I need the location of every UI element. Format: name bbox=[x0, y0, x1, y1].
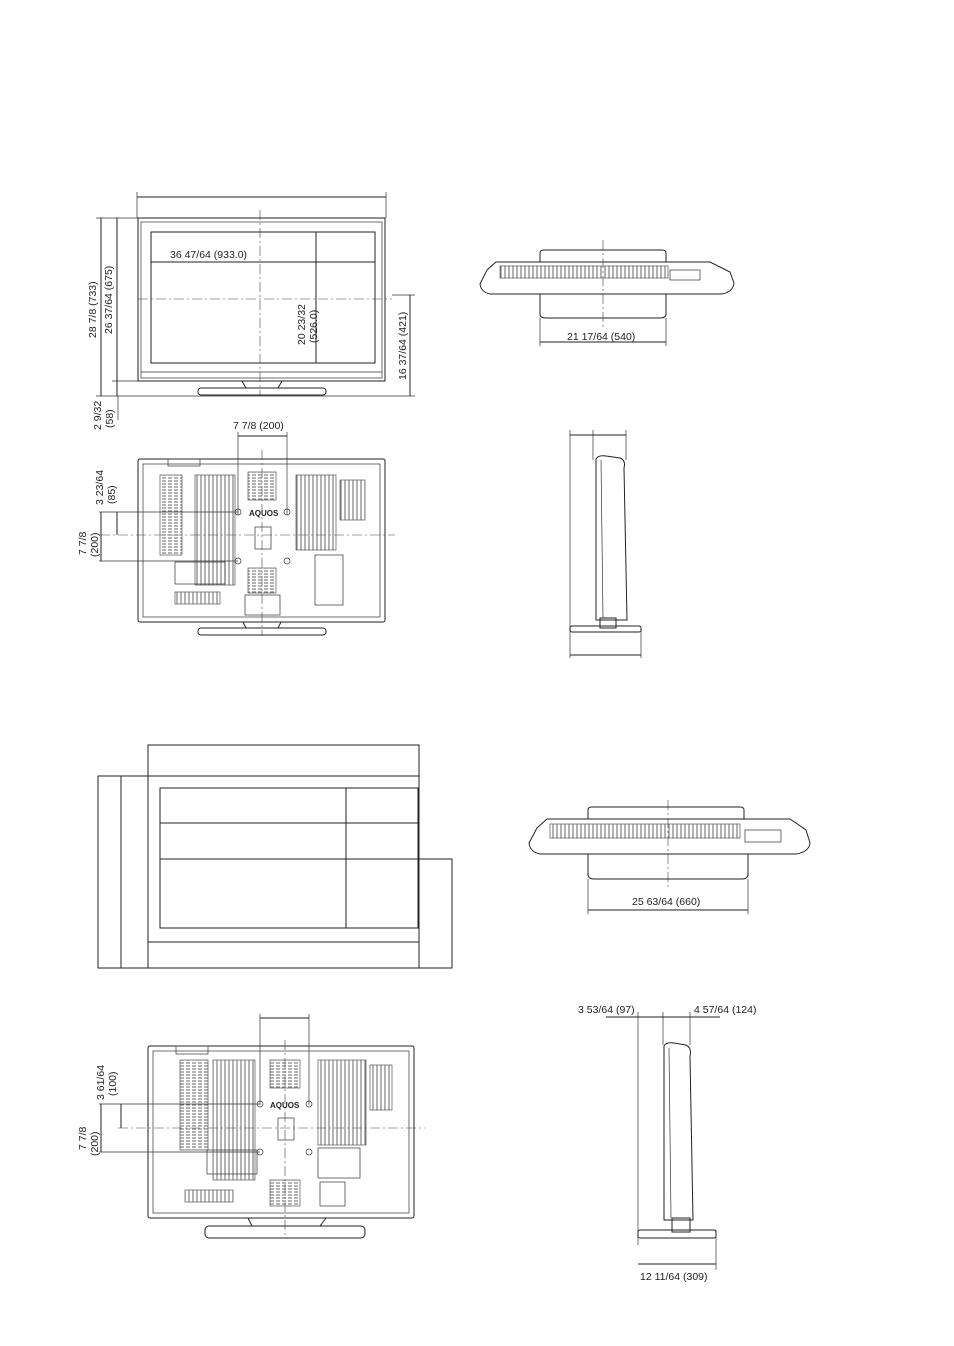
mount-height-2-label-b: (200) bbox=[89, 1131, 101, 1156]
mount-offset-1-label-b: (85) bbox=[106, 485, 118, 504]
mount-height-1-label-b: (200) bbox=[89, 532, 101, 557]
spec-table-outline bbox=[98, 745, 452, 968]
top-view-2: 25 63/64 (660) bbox=[529, 800, 810, 914]
base-height-label-a: 2 9/32 bbox=[92, 401, 104, 430]
side-view-1 bbox=[570, 430, 641, 658]
mount-width-1-label: 7 7/8 (200) bbox=[233, 420, 284, 432]
mount-offset-1-label-a: 3 23/64 bbox=[94, 470, 106, 505]
body-height-label: 26 37/64 (675) bbox=[103, 266, 115, 334]
mount-height-1-label-a: 7 7/8 bbox=[77, 531, 89, 555]
stand-base bbox=[198, 388, 326, 395]
mount-height-2-label-a: 7 7/8 bbox=[77, 1126, 89, 1150]
rear-view-1: 7 7/8 (200) AQUOS 3 23/64 (85) 7 7/8 (20… bbox=[77, 420, 395, 636]
rear-view-2: AQUOS 3 61/64 (100) 7 7/8 (200) bbox=[77, 1014, 425, 1238]
tv-bezel bbox=[138, 218, 385, 381]
stand-neck bbox=[242, 381, 282, 388]
center-height-label: 16 37/64 (421) bbox=[397, 312, 409, 380]
screen-height-label-a: 20 23/32 bbox=[296, 304, 308, 345]
stand-depth-label: 12 11/64 (309) bbox=[640, 1271, 708, 1283]
front-view: 36 47/64 (933.0) 20 23/32 (526.0) 28 7/8… bbox=[87, 192, 415, 430]
screen-height-label-b: (526.0) bbox=[308, 310, 320, 343]
mount-offset-2-label-a: 3 61/64 bbox=[95, 1065, 107, 1100]
stand-width-2-label: 25 63/64 (660) bbox=[632, 896, 700, 908]
side-view-2: 3 53/64 (97) 4 57/64 (124) 12 11/64 (309… bbox=[578, 1004, 756, 1283]
tv-side-profile-1 bbox=[596, 456, 627, 620]
base-height-label-b: (58) bbox=[104, 409, 116, 428]
total-height-label: 28 7/8 (733) bbox=[87, 281, 99, 338]
top-view-1: 21 17/64 (540) bbox=[480, 240, 734, 346]
depth-front-label: 3 53/64 (97) bbox=[578, 1004, 635, 1016]
stand-width-1-label: 21 17/64 (540) bbox=[567, 331, 635, 343]
screen-width-label: 36 47/64 (933.0) bbox=[170, 249, 247, 261]
tv-side-profile-2 bbox=[664, 1043, 693, 1220]
aquos-logo-2: AQUOS bbox=[270, 1101, 300, 1110]
mount-offset-2-label-b: (100) bbox=[107, 1071, 119, 1096]
aquos-logo-1: AQUOS bbox=[249, 509, 279, 518]
depth-rear-label: 4 57/64 (124) bbox=[694, 1004, 756, 1016]
